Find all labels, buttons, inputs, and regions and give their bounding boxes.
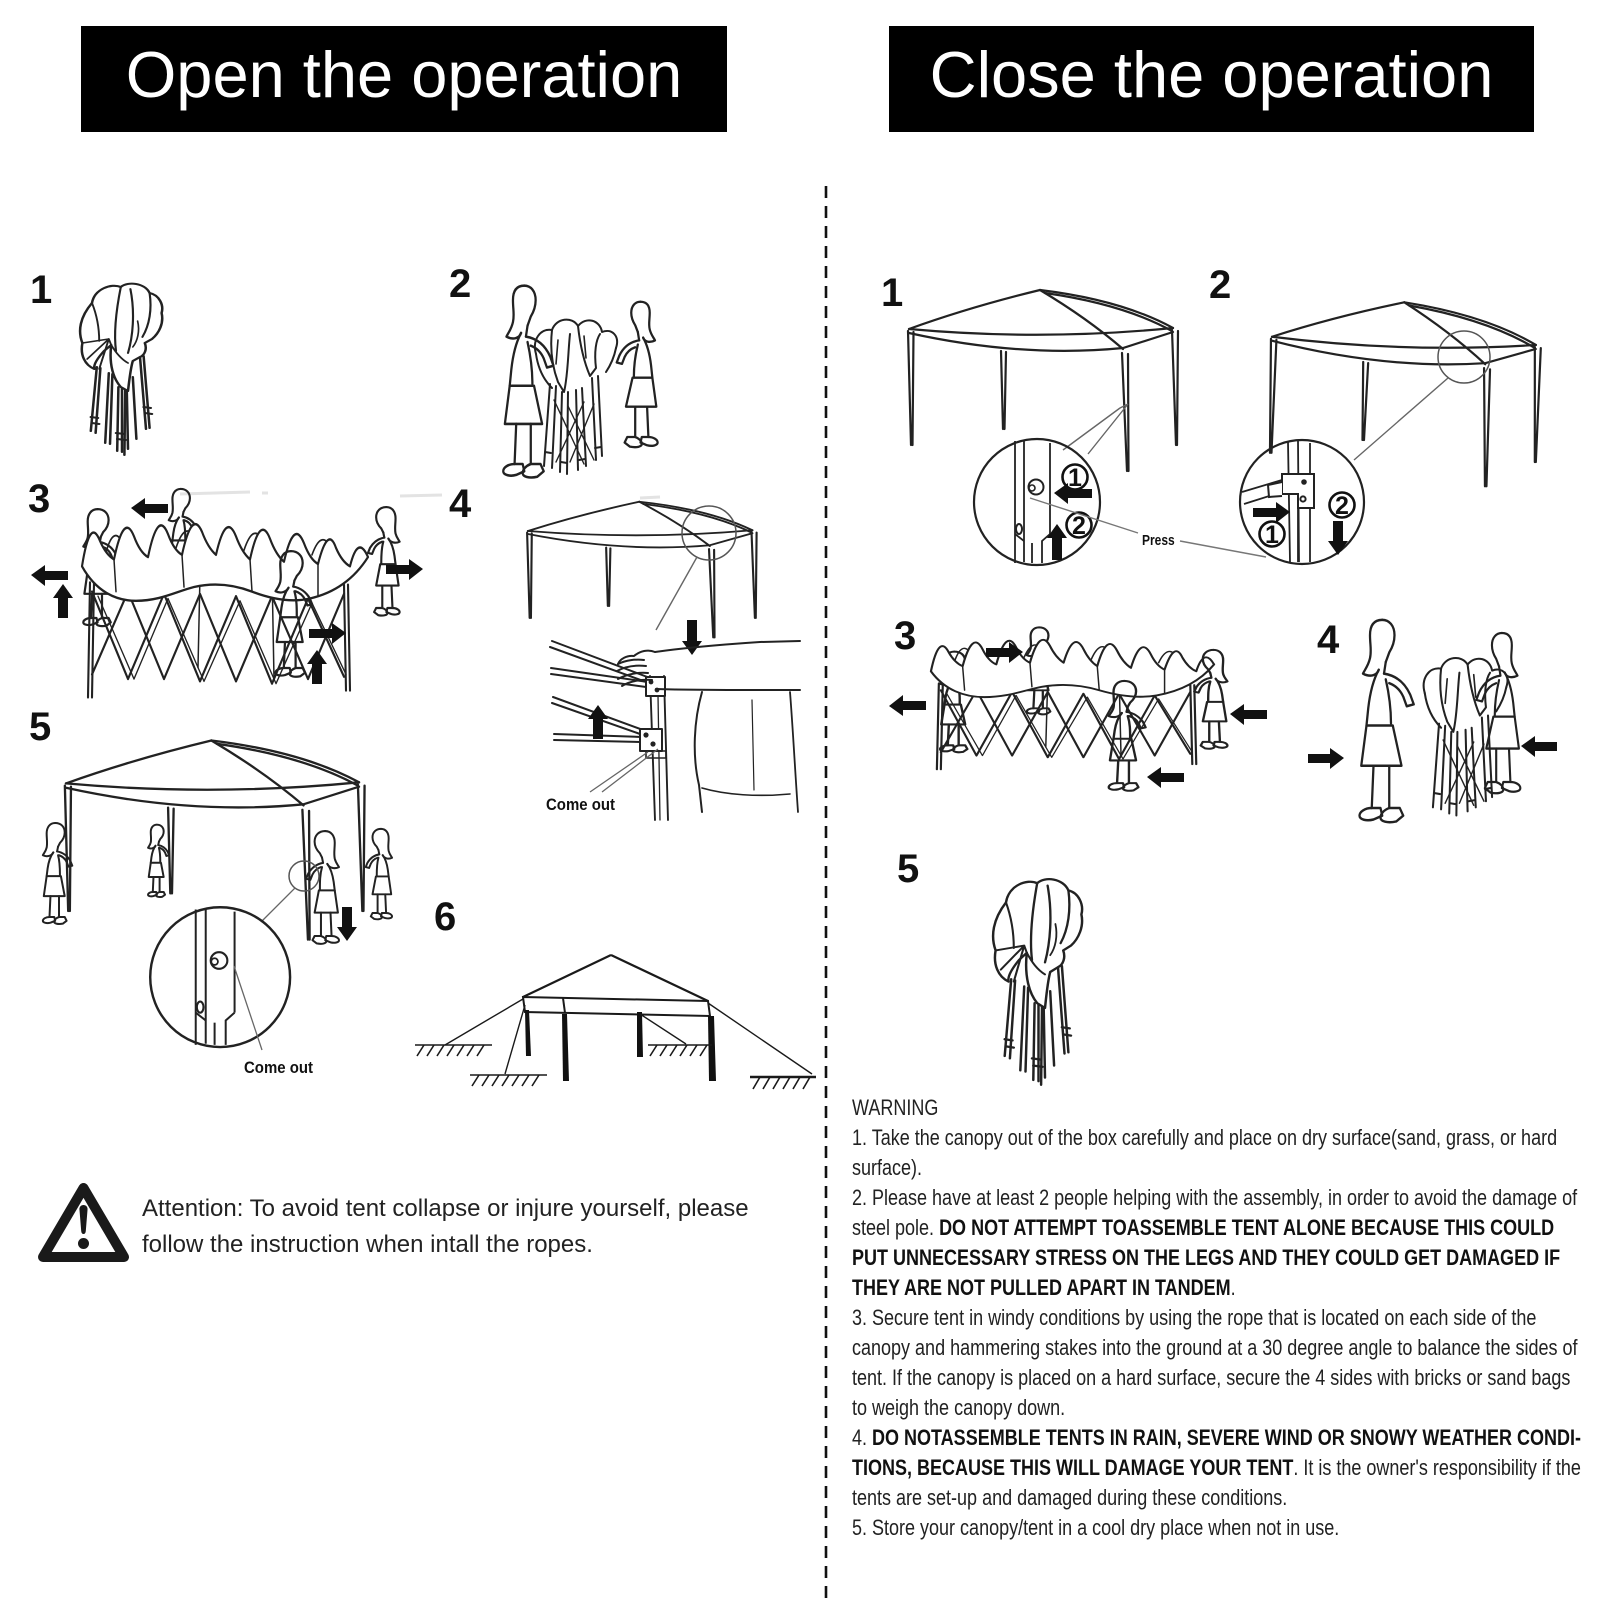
svg-text:1: 1 bbox=[1068, 464, 1082, 492]
svg-text:2: 2 bbox=[1072, 512, 1086, 540]
svg-text:2: 2 bbox=[1335, 492, 1349, 520]
svg-text:1: 1 bbox=[1265, 521, 1279, 549]
